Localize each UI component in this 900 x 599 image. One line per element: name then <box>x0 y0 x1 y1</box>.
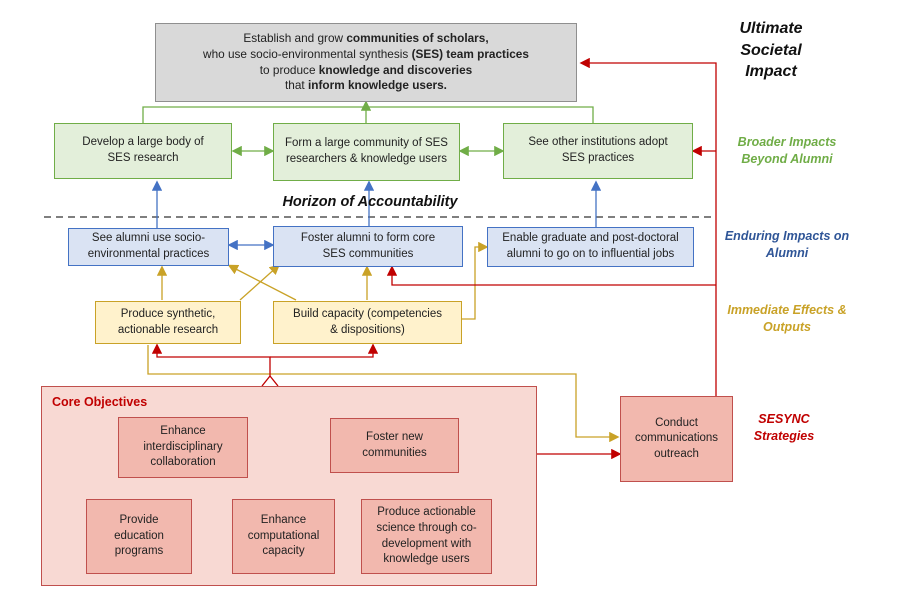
goal-line-4: that inform knowledge users. <box>285 78 447 93</box>
computational-capacity-box: Enhance computational capacity <box>232 499 335 574</box>
synthetic-research-box: Produce synthetic, actionable research <box>95 301 241 344</box>
horizon-label: Horizon of Accountability <box>282 194 458 210</box>
core-objectives-title: Core Objectives <box>52 395 148 409</box>
enduring-impacts-label: Enduring Impacts on Alumni <box>724 229 850 260</box>
communications-outreach-box: Conduct communications outreach <box>620 396 733 482</box>
large-community-box: Form a large community of SES researcher… <box>273 123 460 181</box>
sesync-strategies-label: SESYNC Strategies <box>753 412 815 443</box>
goal-line-1: Establish and grow communities of schola… <box>243 30 489 45</box>
education-programs-box: Provide education programs <box>86 499 192 574</box>
ultimate-goal-box: Establish and grow communities of schola… <box>155 23 577 102</box>
actionable-science-box: Produce actionable science through co-de… <box>361 499 492 574</box>
immediate-to-enduring-connectors <box>147 241 620 443</box>
alumni-communities-box: Foster alumni to form core SES communiti… <box>273 226 463 267</box>
broader-impacts-label: Broader Impacts Beyond Alumni <box>737 135 837 166</box>
institutions-adopt-box: See other institutions adopt SES practic… <box>503 123 693 179</box>
alumni-jobs-box: Enable graduate and post-doctoral alumni… <box>487 227 694 267</box>
build-capacity-box: Build capacity (competencies & dispositi… <box>273 301 462 344</box>
foster-communities-box: Foster new communities <box>330 418 459 473</box>
broader-to-top-connectors <box>142 100 594 123</box>
goal-line-2: who use socio-environmental synthesis (S… <box>203 46 529 61</box>
alumni-practices-box: See alumni use socio-environmental pract… <box>68 228 229 266</box>
ultimate-impact-label: Ultimate Societal Impact <box>739 20 803 81</box>
large-body-research-box: Develop a large body of SES research <box>54 123 232 179</box>
immediate-effects-label: Immediate Effects & Outputs <box>727 303 847 334</box>
goal-line-3: to produce knowledge and discoveries <box>259 62 473 77</box>
enduring-to-broader-connectors <box>151 180 602 251</box>
interdisciplinary-collaboration-box: Enhance interdisciplinary collaboration <box>118 417 248 478</box>
strategy-connectors <box>151 57 717 460</box>
